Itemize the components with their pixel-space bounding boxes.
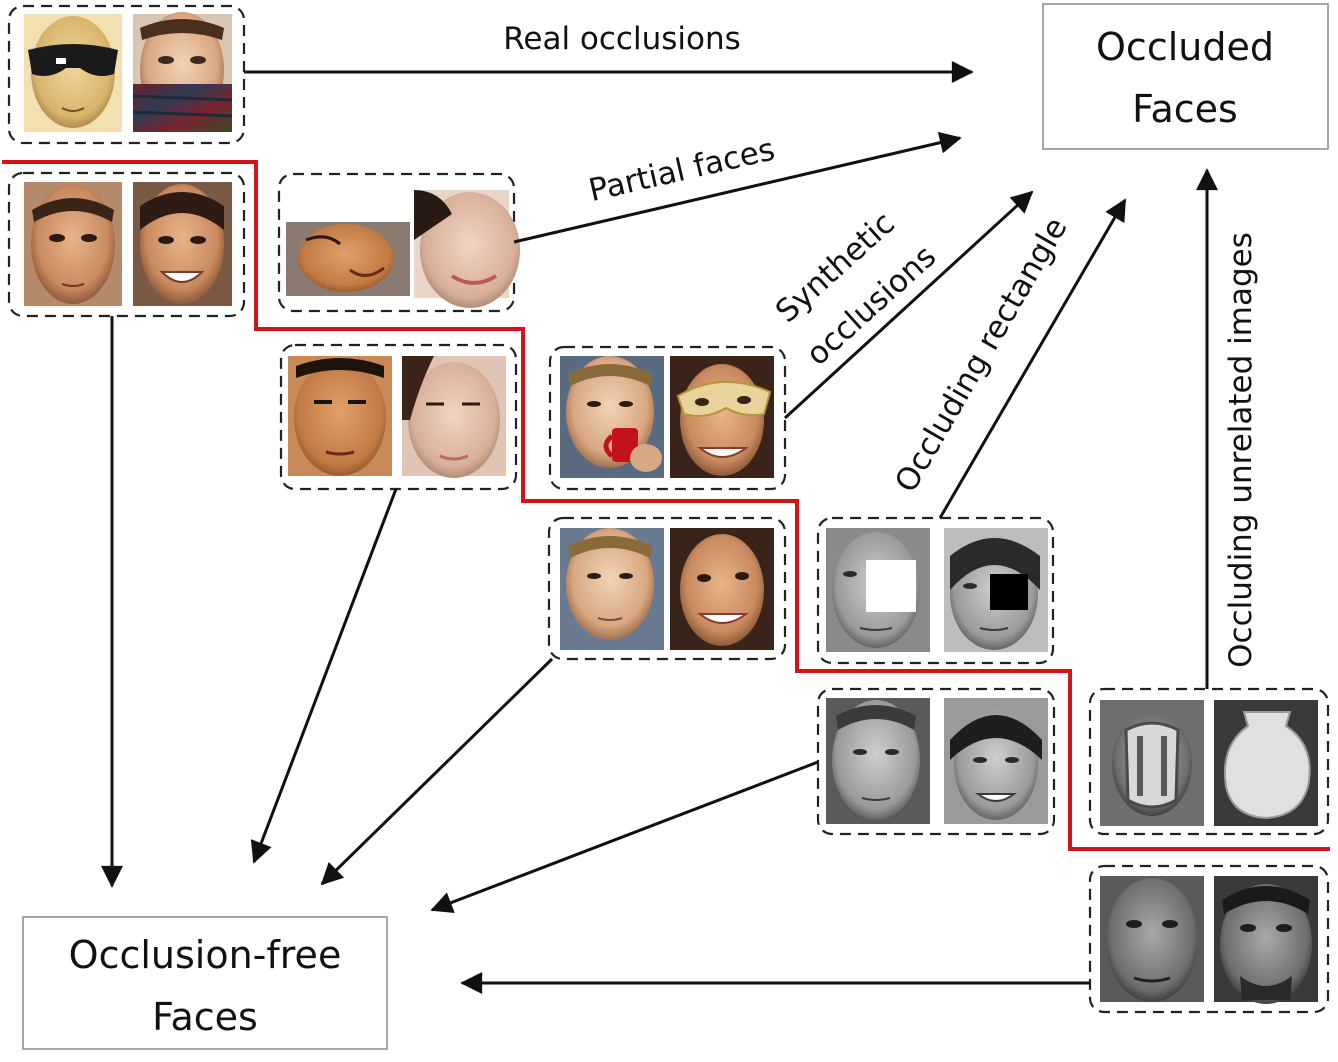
face-asian-man	[288, 356, 392, 476]
group-occluding-rectangle	[816, 516, 1055, 665]
arrow-clean-asian-to-free	[250, 488, 398, 864]
arrow-clean-celeb-to-free	[320, 657, 554, 886]
face-man-neutral	[24, 182, 122, 306]
label-real-occlusions: Real occlusions	[503, 21, 741, 57]
arrow-synthetic-occlusions	[783, 190, 1034, 420]
face-man-clean	[560, 528, 664, 650]
image-unrelated-object	[1100, 700, 1204, 826]
face-sunglasses	[24, 14, 122, 132]
face-woman-smile	[133, 182, 232, 306]
label-partial-faces: Partial faces	[585, 131, 778, 209]
group-clean-asian	[279, 343, 518, 491]
face-asian-woman	[402, 356, 506, 478]
arrow-occluding-rectangle	[938, 198, 1127, 519]
group-clean-celeb	[547, 516, 787, 661]
occluded-faces-label-line1: Occluded	[1096, 25, 1274, 69]
image-unrelated-vase	[1214, 700, 1318, 826]
occlusion-free-faces-node: Occlusion-free Faces	[22, 916, 388, 1050]
occluded-faces-node: Occluded Faces	[1042, 3, 1329, 150]
arrow-partial-faces	[513, 131, 962, 244]
face-gray-black-square	[944, 528, 1048, 652]
face-gray-man	[826, 698, 930, 824]
face-gray-man-beard	[1100, 876, 1204, 1002]
face-gray-man-dark	[1214, 876, 1318, 1004]
group-clean-top-left	[7, 171, 246, 318]
face-partial-woman	[414, 190, 520, 308]
group-synthetic-occlusions	[548, 345, 787, 491]
arrow-clean-gray-to-free	[430, 760, 819, 914]
face-scarf	[132, 12, 233, 132]
group-unrelated-images	[1088, 687, 1330, 836]
occlusion-free-label-line1: Occlusion-free	[69, 933, 342, 977]
group-clean-bottom-right	[1088, 864, 1330, 1014]
face-gray-white-square	[826, 528, 930, 652]
label-occluding-unrelated: Occluding unrelated images	[1223, 232, 1259, 668]
red-separator-line	[2, 160, 1330, 851]
occluded-faces-label-line2: Faces	[1132, 87, 1238, 131]
face-gray-woman	[944, 698, 1048, 824]
face-partial-man	[286, 222, 410, 296]
face-woman-mask	[670, 356, 774, 478]
face-man-mug	[560, 356, 664, 478]
group-clean-gray	[816, 687, 1056, 836]
occlusion-free-label-line2: Faces	[152, 995, 258, 1039]
face-woman-clean	[670, 528, 774, 650]
